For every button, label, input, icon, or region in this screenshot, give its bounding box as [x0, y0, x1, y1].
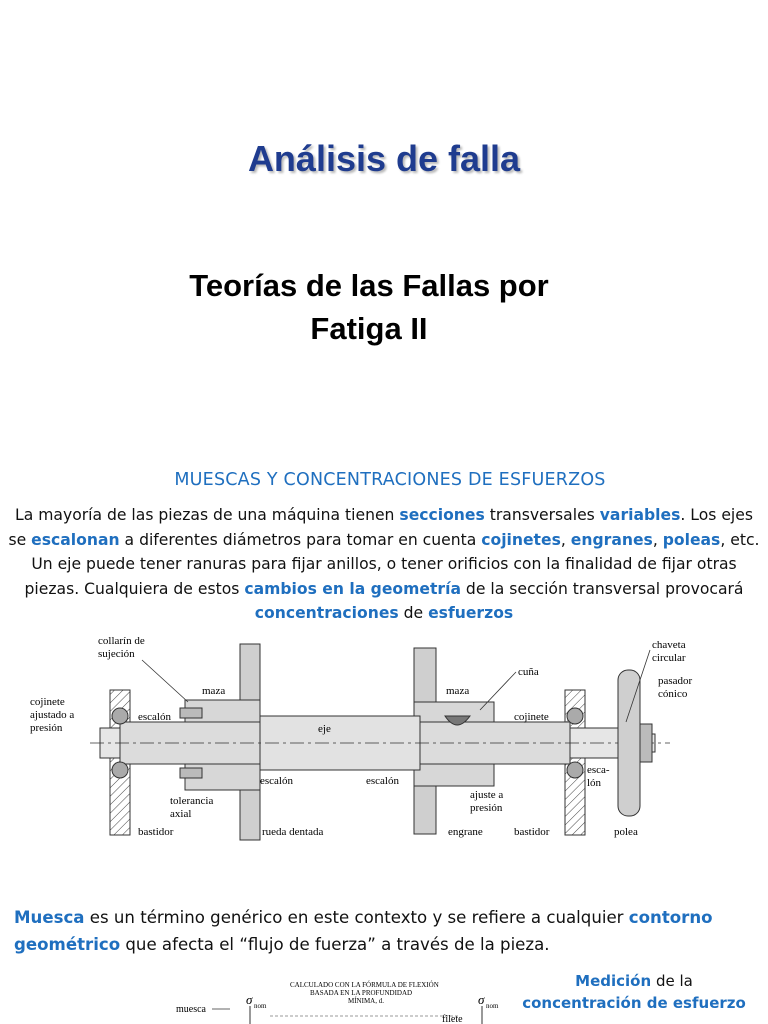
text-run: . Los ejes se: [8, 506, 753, 549]
subtitle-line-1: Teorías de las Fallas por: [189, 268, 549, 303]
text-run: de: [398, 604, 429, 622]
highlighted-term: cojinetes: [481, 530, 561, 549]
text-run: de la: [651, 972, 693, 990]
highlighted-term: contorno geométrico: [14, 908, 713, 954]
highlighted-term: cambios en la geometría: [244, 579, 461, 598]
label-maza-right: maza: [446, 685, 469, 697]
text-run: es un término genérico en este contexto …: [84, 908, 629, 927]
label-escalon-mid2: escalón: [366, 775, 399, 787]
text-run: transversales: [484, 506, 600, 524]
label-ajuste-1: ajuste a: [470, 789, 503, 801]
bearing-left-bottom: [111, 761, 129, 779]
label-cojinete-right: cojinete: [514, 711, 549, 723]
label-tolerancia-1: tolerancia: [170, 795, 213, 807]
label-calc-2: BASADA EN LA PROFUNDIDAD: [310, 989, 412, 997]
label-pasador-2: cónico: [658, 688, 688, 700]
section-heading: MUESCAS Y CONCENTRACIONES DE ESFUERZOS: [174, 470, 606, 490]
sigma-left-sub: nom: [254, 1002, 267, 1010]
label-escalon-mid1: escalón: [260, 775, 293, 787]
label-tolerancia-2: axial: [170, 808, 191, 820]
label-muesca: muesca: [176, 1004, 207, 1015]
shaft-assembly-figure: collarín de sujeción maza cojinete ajust…: [30, 635, 693, 841]
highlighted-term: Medición: [575, 972, 652, 990]
highlighted-term: concentraciones: [254, 604, 399, 622]
bearing-right-bottom: [566, 761, 584, 779]
label-bastidor-left: bastidor: [138, 826, 174, 838]
label-cojinete-1: cojinete: [30, 696, 65, 708]
text-run: de la sección transversal provocará: [460, 579, 744, 598]
label-calc-1: CALCULADO CON LA FÓRMULA DE FLEXIÓN: [290, 981, 439, 989]
label-polea: polea: [614, 826, 638, 838]
bearing-right-top: [566, 707, 584, 725]
text-run: , etc. Un eje puede tener ranuras para f…: [24, 530, 760, 598]
pulley-hub: [639, 723, 653, 763]
text-run: ,: [560, 530, 571, 549]
label-eje: eje: [318, 723, 331, 735]
intro-paragraph: La mayoría de las piezas de una máquina …: [8, 503, 760, 626]
text-run: que afecta el “flujo de fuerza” a través…: [120, 935, 550, 954]
label-escalon-left: escalón: [138, 711, 171, 723]
highlighted-term: concentración de esfuerzo: [522, 994, 746, 1012]
slide-title: Análisis de falla: [247, 138, 521, 179]
label-cojinete-2: ajustado a: [30, 709, 74, 721]
bearing-left-top: [111, 707, 129, 725]
label-ajuste-2: presión: [470, 802, 503, 814]
measurement-note: Medición de la concentración de esfuerzo: [514, 970, 754, 1014]
label-filete: filete: [442, 1014, 463, 1024]
label-calc-3: MÍNIMA, d.: [348, 997, 384, 1005]
highlighted-term: escalonan: [31, 530, 120, 549]
label-pasador-1: pasador: [658, 675, 693, 687]
sigma-right: σ: [478, 992, 485, 1007]
label-escalon-right-1: esca-: [587, 764, 610, 776]
label-escalon-right-2: lón: [587, 777, 602, 789]
highlighted-term: Muesca: [14, 908, 85, 927]
key: [444, 715, 471, 726]
pulley: [617, 669, 641, 817]
sigma-left: σ: [246, 992, 253, 1007]
subtitle-line-2: Fatiga II: [310, 311, 428, 346]
highlighted-term: poleas: [662, 530, 721, 549]
text-run: ,: [652, 530, 663, 549]
highlighted-term: engranes: [570, 530, 653, 549]
collar-screw-top: [179, 707, 203, 719]
label-maza-left: maza: [202, 685, 225, 697]
label-engrane: engrane: [448, 826, 483, 838]
label-chaveta-1: chaveta: [652, 639, 686, 651]
text-run: a diferentes diámetros para tomar en cue…: [119, 530, 482, 549]
highlighted-term: esfuerzos: [428, 604, 514, 622]
label-rueda: rueda dentada: [262, 826, 323, 838]
label-bastidor-right: bastidor: [514, 826, 550, 838]
notch-paragraph: Muesca es un término genérico en este co…: [14, 904, 754, 958]
collar-screw-bottom: [179, 767, 203, 779]
highlighted-term: variables: [599, 506, 681, 524]
label-collarin-1: collarín de: [98, 635, 145, 647]
label-cuna: cuña: [518, 666, 539, 678]
label-collarin-2: sujeción: [98, 648, 135, 660]
label-chaveta-2: circular: [652, 652, 686, 664]
sigma-right-sub: nom: [486, 1002, 499, 1010]
highlighted-term: secciones: [399, 506, 485, 524]
text-run: La mayoría de las piezas de una máquina …: [15, 506, 400, 524]
label-cojinete-3: presión: [30, 722, 63, 734]
notch-figure: muesca σ nom CALCULADO CON LA FÓRMULA DE…: [176, 981, 499, 1024]
